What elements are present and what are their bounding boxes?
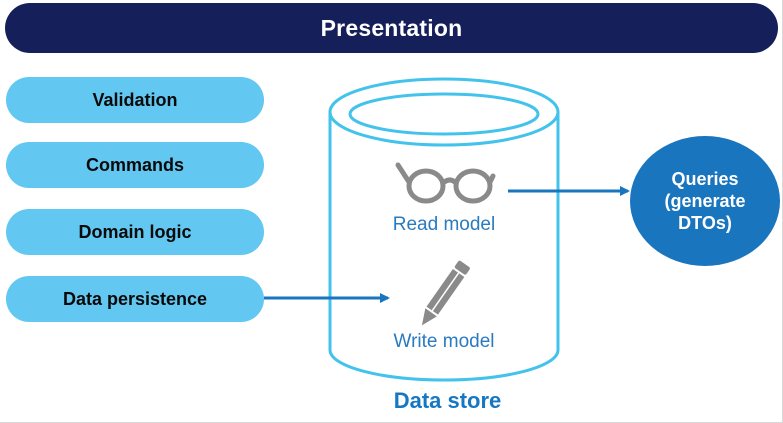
presentation-layer-bar: Presentation [5, 3, 778, 53]
commands-layer-label: Commands [85, 154, 184, 175]
write-model-label: Write model [393, 331, 495, 352]
pencil-icon [421, 260, 470, 326]
commands-layer-pill: Commands [6, 142, 264, 188]
read-model-label: Read model [392, 214, 496, 235]
queries-node: Queries (generate DTOs) [630, 136, 780, 266]
domain-logic-layer-pill: Domain logic [6, 209, 264, 255]
queries-label: Queries (generate DTOs) [664, 169, 746, 233]
cylinder-body [328, 112, 560, 382]
data-store-label: Data store [393, 388, 502, 413]
domain-logic-layer-label: Domain logic [78, 221, 192, 242]
cylinder-top-inner [348, 92, 540, 136]
data-persistence-layer-pill: Data persistence [6, 276, 264, 322]
validation-layer-label: Validation [92, 89, 178, 110]
validation-layer-pill: Validation [6, 77, 264, 123]
presentation-layer-label: Presentation [320, 14, 463, 41]
data-persistence-layer-label: Data persistence [62, 288, 208, 309]
data-store-cylinder [328, 77, 560, 382]
glasses-icon [395, 162, 496, 204]
